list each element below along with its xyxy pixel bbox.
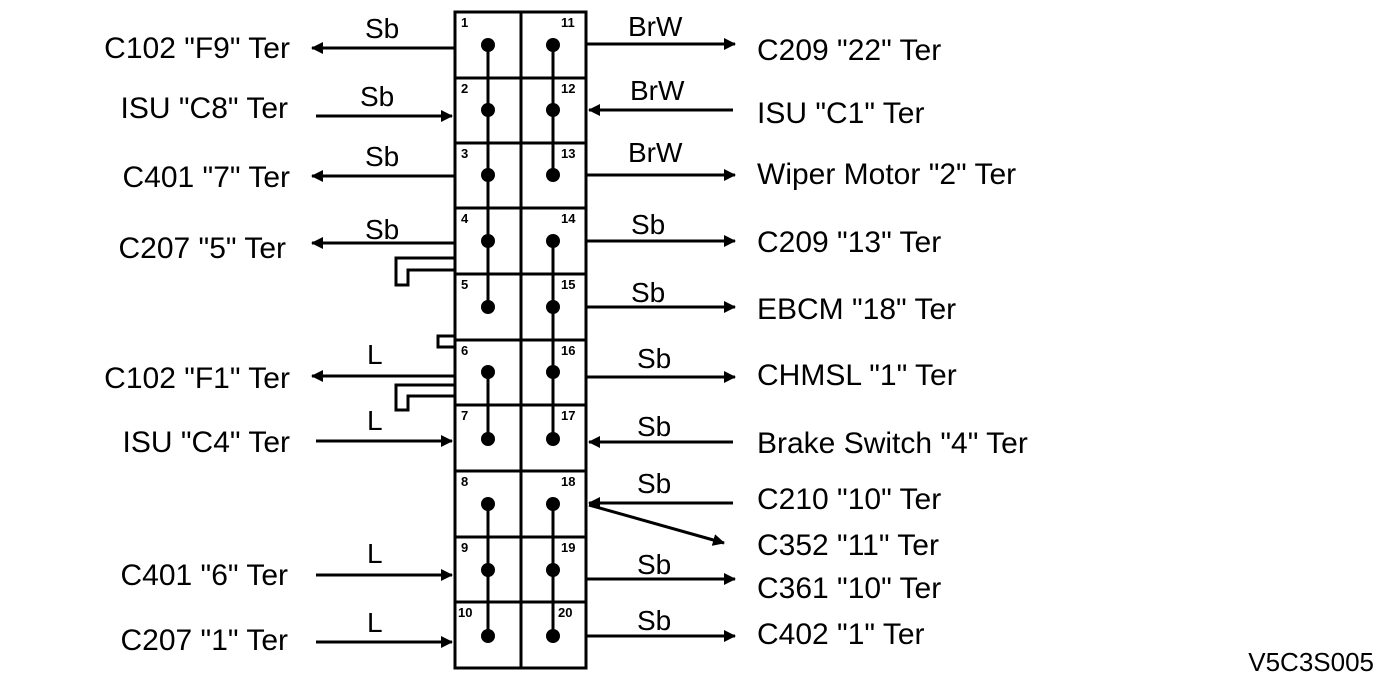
terminal-label: EBCM "18" Ter bbox=[757, 293, 956, 326]
pin-number: 9 bbox=[461, 540, 468, 555]
wire-color: Sb bbox=[637, 411, 671, 442]
pin-number: 14 bbox=[561, 211, 576, 226]
wire-color: Sb bbox=[637, 605, 671, 636]
pin-number: 1 bbox=[461, 15, 468, 30]
terminal-label: ISU "C4" Ter bbox=[123, 426, 290, 459]
pin-number: 4 bbox=[461, 211, 469, 226]
wire-color: L bbox=[367, 607, 383, 638]
terminal-label: Wiper Motor "2" Ter bbox=[757, 158, 1016, 191]
wire-color: Sb bbox=[637, 343, 671, 374]
terminal-label: C209 "22" Ter bbox=[757, 34, 941, 67]
wire-color: Sb bbox=[637, 549, 671, 580]
terminal-label: C352 "11" Ter bbox=[757, 529, 939, 562]
terminal-dot bbox=[481, 38, 495, 52]
terminal-dot bbox=[546, 629, 560, 643]
wire-color: BrW bbox=[628, 137, 683, 168]
terminal-dot bbox=[546, 168, 560, 182]
pin-number: 13 bbox=[561, 146, 575, 161]
junction-block: 1 2 3 4 5 6 7 8 9 10 11 12 13 14 15 16 1… bbox=[453, 10, 588, 670]
terminal-dot bbox=[546, 300, 560, 314]
wire-color: Sb bbox=[631, 209, 665, 240]
pin-number: 16 bbox=[561, 343, 575, 358]
terminal-dot bbox=[481, 234, 495, 248]
terminal-dot bbox=[481, 629, 495, 643]
wire-color: BrW bbox=[628, 11, 683, 42]
pin-number: 17 bbox=[561, 408, 575, 423]
jumper-loop-5-6 bbox=[436, 334, 455, 349]
wire-color: Sb bbox=[637, 468, 671, 499]
wire-color: Sb bbox=[365, 141, 399, 172]
jumper-loop-4-5 bbox=[394, 256, 455, 287]
terminal-label: ISU "C1" Ter bbox=[757, 97, 924, 130]
terminal-label: C401 "6" Ter bbox=[120, 559, 288, 592]
diagram-code: V5C3S005 bbox=[1248, 647, 1374, 677]
terminal-dot bbox=[546, 365, 560, 379]
pin-number: 7 bbox=[461, 408, 468, 423]
left-connections: Sb C102 "F9" Ter Sb ISU "C8" Ter Sb C401… bbox=[104, 13, 455, 657]
terminal-dot bbox=[546, 497, 560, 511]
terminal-label: C102 "F1" Ter bbox=[104, 362, 290, 395]
terminal-dot bbox=[546, 103, 560, 117]
terminal-dot bbox=[546, 38, 560, 52]
terminal-label: C102 "F9" Ter bbox=[104, 32, 290, 65]
terminal-dot bbox=[481, 168, 495, 182]
terminal-label: C209 "13" Ter bbox=[757, 226, 941, 259]
pin-number: 8 bbox=[461, 474, 468, 489]
pin-number: 6 bbox=[461, 343, 468, 358]
wire-color: L bbox=[367, 538, 383, 569]
wire-color: Sb bbox=[365, 214, 399, 245]
wire-arrow-out bbox=[588, 503, 725, 546]
wire-color: Sb bbox=[631, 277, 665, 308]
terminal-label: C210 "10" Ter bbox=[757, 483, 941, 516]
terminal-dot bbox=[546, 234, 560, 248]
pin-number: 10 bbox=[458, 605, 472, 620]
terminal-dot bbox=[481, 103, 495, 117]
wire-color: L bbox=[367, 405, 383, 436]
terminal-dot bbox=[481, 365, 495, 379]
terminal-dot bbox=[546, 563, 560, 577]
terminal-label: C402 "1" Ter bbox=[757, 618, 925, 651]
right-connections: BrW C209 "22" Ter BrW ISU "C1" Ter BrW W… bbox=[586, 11, 1028, 651]
terminal-dot bbox=[481, 563, 495, 577]
pin-number: 11 bbox=[561, 15, 575, 30]
terminal-label: Brake Switch "4" Ter bbox=[757, 427, 1028, 460]
pin-number: 18 bbox=[561, 474, 575, 489]
terminal-dot bbox=[546, 432, 560, 446]
terminal-label: CHMSL "1" Ter bbox=[757, 359, 957, 392]
pin-number: 2 bbox=[461, 81, 468, 96]
terminal-dot bbox=[481, 300, 495, 314]
pin-number: 3 bbox=[461, 146, 468, 161]
jumper-loop-6-7 bbox=[394, 383, 455, 412]
pin-number: 20 bbox=[558, 605, 572, 620]
pin-number: 19 bbox=[561, 540, 575, 555]
terminal-dot bbox=[481, 497, 495, 511]
terminal-label: C207 "5" Ter bbox=[118, 232, 286, 265]
pin-number: 5 bbox=[461, 277, 468, 292]
wire-color: L bbox=[367, 339, 383, 370]
pin-number: 12 bbox=[561, 81, 575, 96]
wire-color: Sb bbox=[360, 81, 394, 112]
terminal-label: C207 "1" Ter bbox=[120, 624, 288, 657]
terminal-label: ISU "C8" Ter bbox=[121, 92, 288, 125]
pin-number: 15 bbox=[561, 277, 575, 292]
terminal-dot bbox=[481, 432, 495, 446]
terminal-label: C361 "10" Ter bbox=[757, 572, 941, 605]
wire-color: Sb bbox=[365, 13, 399, 44]
terminal-label: C401 "7" Ter bbox=[122, 161, 290, 194]
wire-color: BrW bbox=[630, 75, 685, 106]
